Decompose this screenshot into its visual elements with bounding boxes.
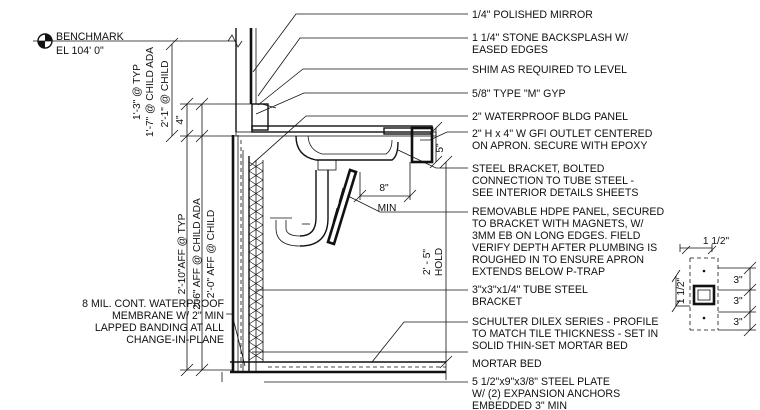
benchmark-elevation: EL 104' 0"	[56, 45, 104, 57]
dim-plate-right-1: 3"	[733, 275, 743, 286]
benchmark-label: BENCHMARK	[56, 31, 124, 43]
callout-polished-mirror: 1/4" POLISHED MIRROR	[472, 9, 593, 21]
callout-mortar-bed: MORTAR BED	[472, 358, 542, 370]
counter-slab	[235, 103, 437, 164]
dimension-lines	[165, 37, 453, 377]
dim-lower-child: 2'-0" AFF @ CHILD	[206, 210, 217, 298]
dim-upper-child-ada: 1'-7" @ CHILD ADA	[145, 47, 156, 137]
dim-plate-right-3: 3"	[733, 317, 743, 328]
waterproof-panel-hatch	[248, 161, 264, 361]
callout-shim: SHIM AS REQUIRED TO LEVEL	[472, 64, 627, 76]
callout-waterproof-panel: 2" WATERPROOF BLDG PANEL	[472, 111, 628, 123]
dim-four-inch: 4"	[175, 115, 186, 125]
dim-hold-value: 2' - 5"	[422, 249, 433, 275]
callout-leaders	[226, 13, 468, 383]
dim-plate-right-2: 3"	[733, 296, 743, 307]
dim-min: MIN	[378, 203, 397, 214]
dim-lower-typ: 2'-10"AFF @ TYP	[177, 213, 188, 294]
dim-hold-label: HOLD	[434, 248, 445, 276]
dim-upper-child: 2'-1" @ CHILD	[160, 61, 171, 128]
wall-assembly	[227, 28, 264, 372]
p-trap	[270, 170, 329, 247]
dim-five-inch: 5"	[435, 143, 446, 153]
removable-hdpe-panel	[326, 168, 358, 246]
dim-plate-side: 1 1/2"	[676, 277, 687, 304]
callout-stone-backsplash: 1 1/4" STONE BACKSPLASH W/EASED EDGES	[472, 32, 628, 56]
undermount-sink	[295, 135, 399, 171]
callout-type-m-gyp: 5/8" TYPE "M" GYP	[472, 88, 566, 100]
dim-plate-width: 1 1/2"	[703, 236, 730, 247]
floor-assembly	[221, 361, 447, 382]
dim-eight-inch: 8"	[379, 183, 389, 194]
dim-lower-child-ada: 2'-6" AFF @ CHILD ADA	[192, 198, 203, 310]
steel-plate-detail	[671, 244, 757, 337]
benchmark-symbol	[33, 33, 236, 49]
dim-upper-typ: 1'-3" @ TYP	[132, 64, 143, 120]
